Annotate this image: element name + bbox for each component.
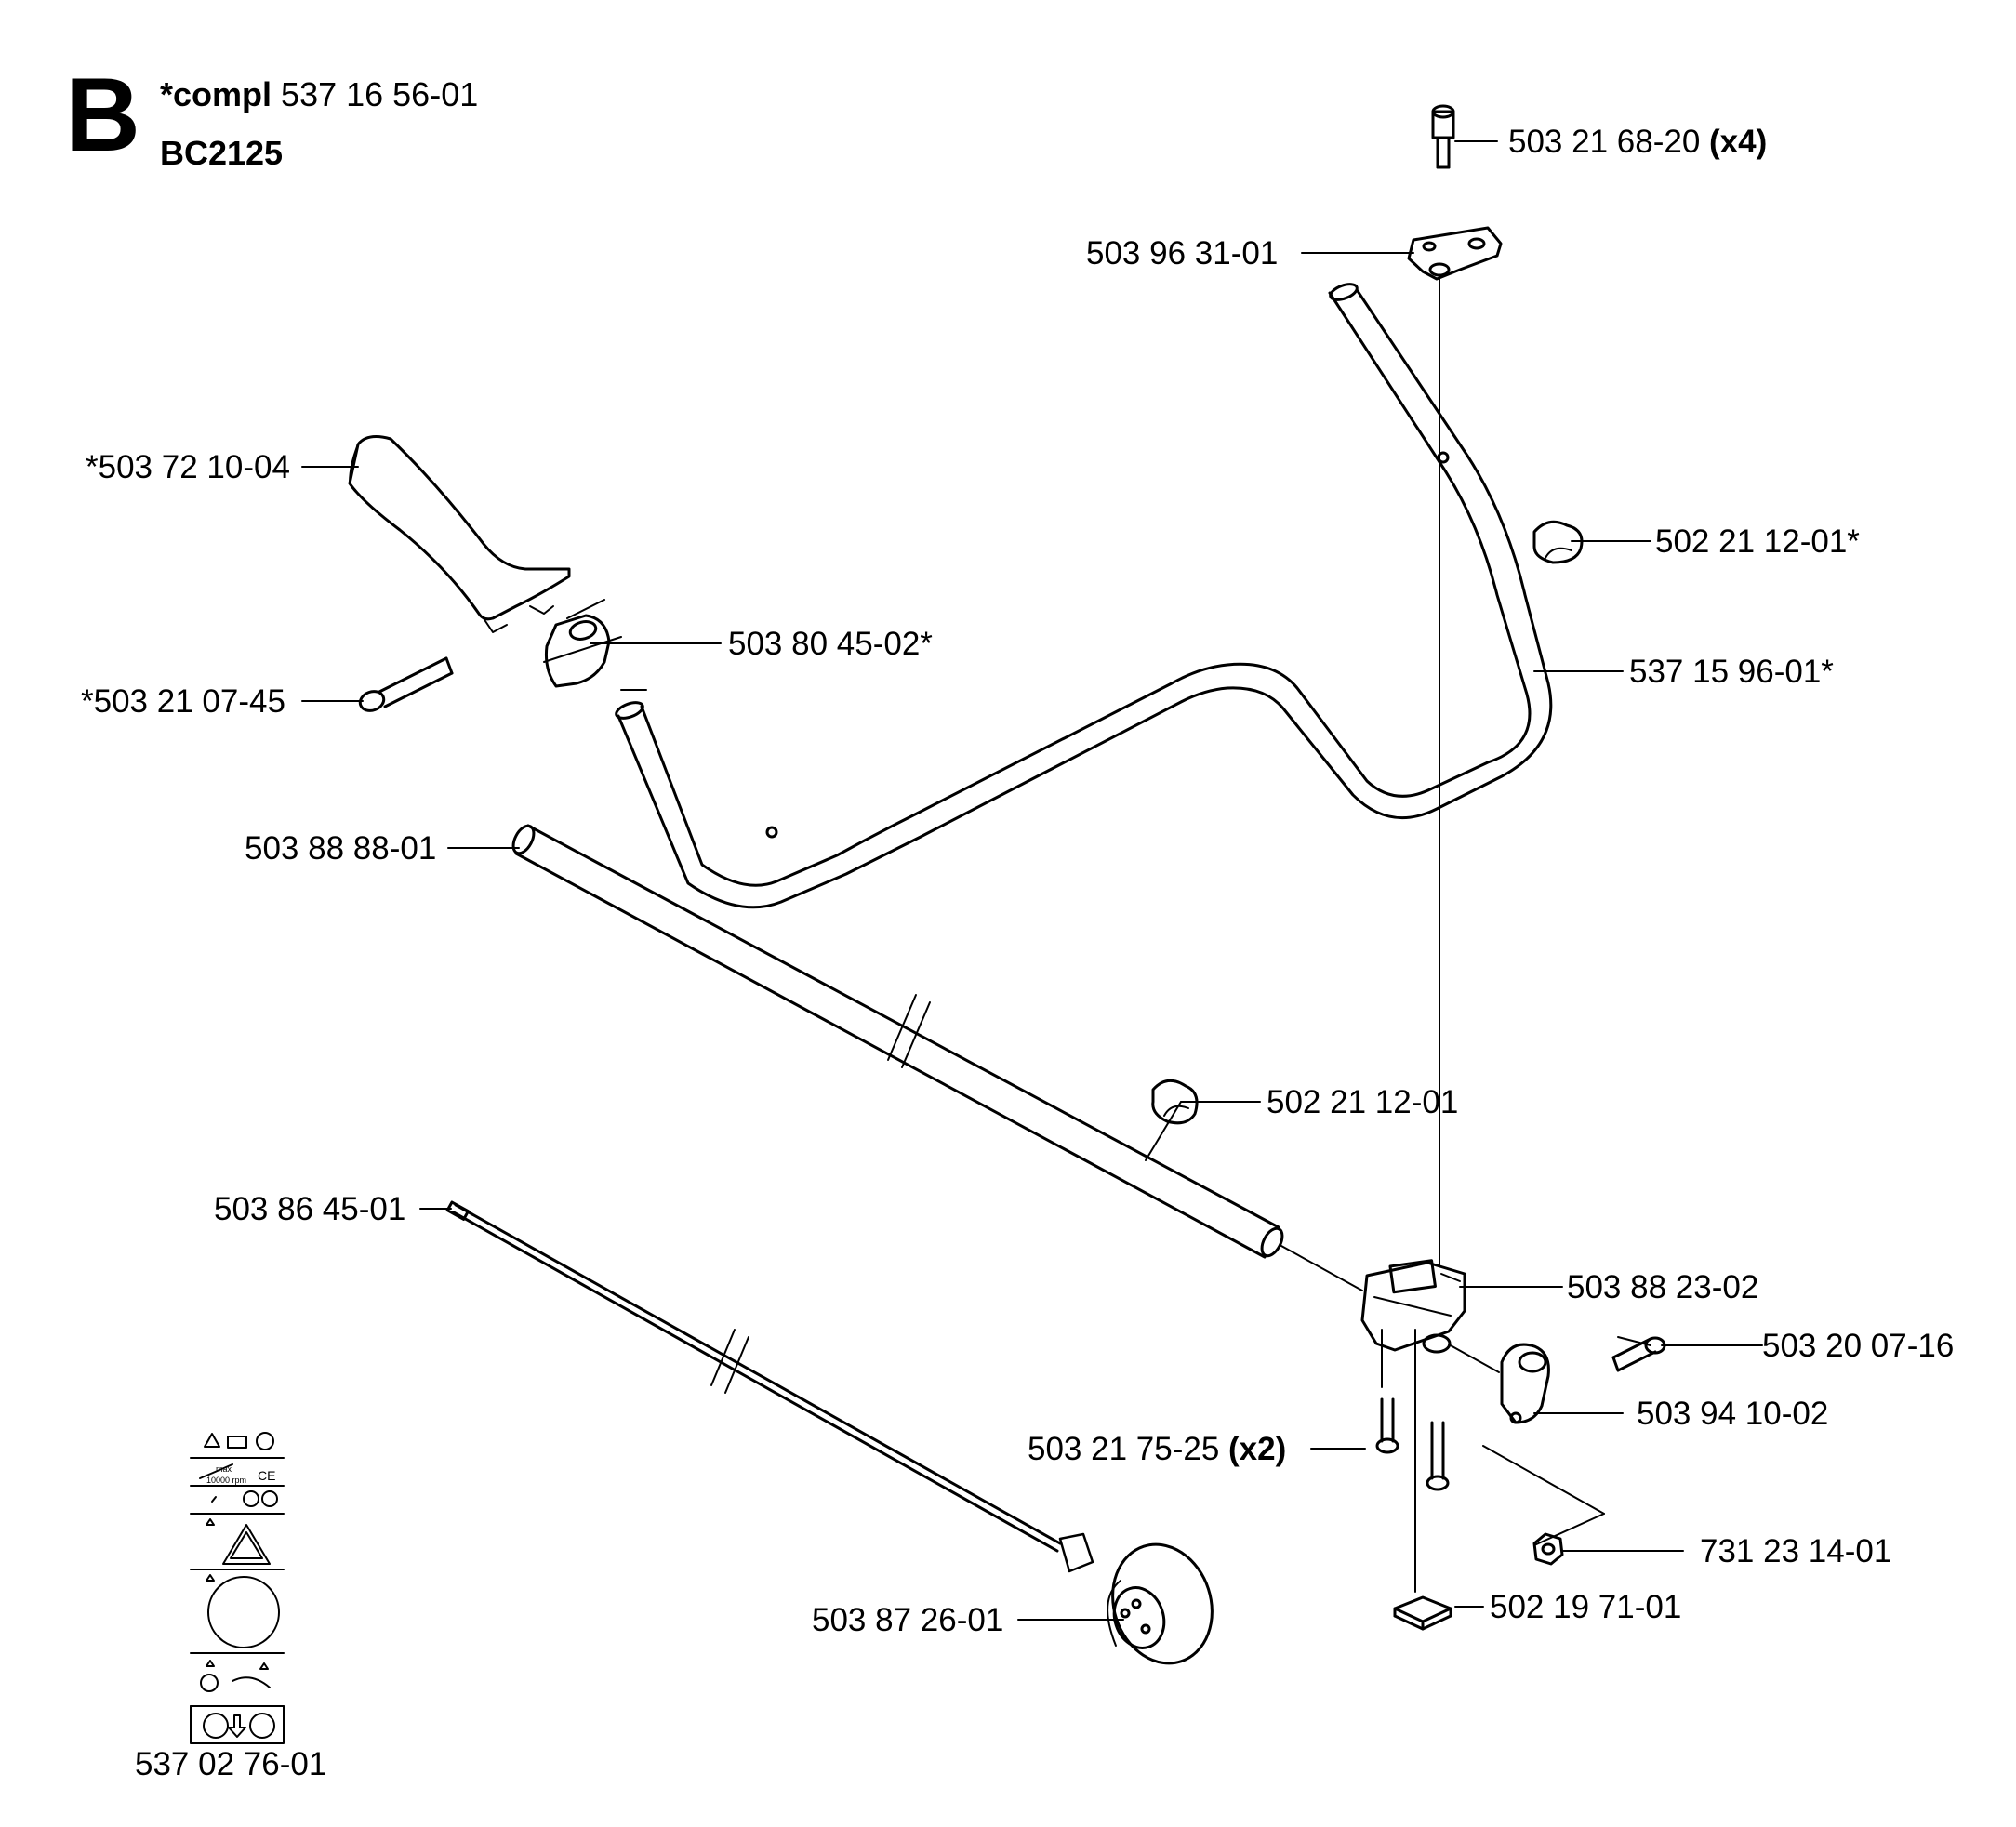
handle-bar-shape <box>615 283 1553 909</box>
part-number: 731 23 14-01 <box>1700 1533 1892 1569</box>
part-label-537-15-96-01: 537 15 96-01* <box>1629 655 1834 688</box>
shaft-tube-shape <box>511 824 1363 1291</box>
square-nut-shape <box>1393 1595 1452 1631</box>
part-number: 503 88 23-02 <box>1567 1269 1759 1305</box>
nut-shape <box>1532 1532 1564 1566</box>
part-label-503-94-10-02: 503 94 10-02 <box>1637 1397 1828 1430</box>
bracket-shape <box>1500 1343 1550 1424</box>
part-number: 503 21 68-20 <box>1508 124 1701 160</box>
part-number: 503 20 07-16 <box>1762 1328 1955 1364</box>
part-number: 502 21 12-01* <box>1655 523 1860 560</box>
part-number: 503 96 31-01 <box>1086 235 1279 271</box>
top-clamp-shape <box>1407 226 1503 281</box>
part-label-503-88-23-02: 503 88 23-02 <box>1567 1271 1758 1304</box>
part-number: 503 87 26-01 <box>812 1602 1004 1638</box>
part-number: *503 72 10-04 <box>86 449 290 485</box>
part-label-503-21-68-20: 503 21 68-20 (x4) <box>1508 126 1767 158</box>
decal-text: max 10000 rpm CE <box>206 1464 275 1485</box>
part-label-731-23-14-01: 731 23 14-01 <box>1700 1535 1891 1568</box>
decal-rpm-text: 10000 rpm <box>206 1476 246 1485</box>
part-label-503-87-26-01: 503 87 26-01 <box>812 1604 1003 1636</box>
part-quantity: (x2) <box>1228 1431 1287 1467</box>
top-screw-shape <box>1431 104 1455 169</box>
part-label-503-21-75-25: 503 21 75-25 (x2) <box>1028 1433 1286 1465</box>
compl-number: 537 16 56-01 <box>281 75 479 113</box>
bracket-screw-shape <box>1611 1336 1666 1372</box>
clamp-screws-shape <box>1375 1397 1450 1491</box>
part-label-503-86-45-01: 503 86 45-01 <box>214 1193 405 1225</box>
part-number: 537 15 96-01* <box>1629 654 1834 690</box>
grip-shape <box>348 435 571 633</box>
part-number: 503 21 75-25 <box>1028 1431 1220 1467</box>
grip-screw-shape <box>358 656 454 712</box>
handle-clamp-shape <box>543 614 622 688</box>
part-label-503-88-88-01: 503 88 88-01 <box>245 832 436 865</box>
part-label-503-20-07-16: 503 20 07-16 <box>1762 1330 1954 1362</box>
complete-assembly-label: *compl 537 16 56-01 <box>160 78 478 112</box>
gear-wheel-shape <box>1107 1542 1214 1665</box>
section-letter: B <box>65 57 140 173</box>
drive-shaft-shape <box>445 1200 1094 1573</box>
throttle-housing-shape <box>1360 1259 1466 1354</box>
part-number: *503 21 07-45 <box>81 683 285 720</box>
model-name: BC2125 <box>160 134 284 172</box>
part-label-537-02-76-01: 537 02 76-01 <box>135 1748 326 1781</box>
decal-ce-text: CE <box>258 1468 275 1483</box>
part-number: 503 80 45-02* <box>728 626 933 662</box>
model-label: BC2125 <box>160 137 283 170</box>
cable-holder-upper-shape <box>1532 520 1584 564</box>
part-number: 502 19 71-01 <box>1490 1589 1682 1625</box>
part-number: 503 94 10-02 <box>1637 1396 1829 1432</box>
part-label-503-21-07-45: *503 21 07-45 <box>81 685 285 718</box>
decal-sheet-shape <box>190 1432 285 1744</box>
part-quantity: (x4) <box>1709 124 1768 160</box>
part-label-502-21-12-01-star: 502 21 12-01* <box>1655 525 1860 558</box>
part-label-503-96-31-01: 503 96 31-01 <box>1086 237 1278 270</box>
part-number: 502 21 12-01 <box>1267 1084 1459 1120</box>
part-label-503-72-10-04: *503 72 10-04 <box>86 451 290 483</box>
part-number: 537 02 76-01 <box>135 1746 327 1782</box>
part-label-503-80-45-02: 503 80 45-02* <box>728 628 933 660</box>
leader-lines <box>301 140 1763 1621</box>
part-number: 503 86 45-01 <box>214 1191 406 1227</box>
decal-max-text: max <box>216 1464 232 1474</box>
compl-prefix: *compl <box>160 75 272 113</box>
cable-holder-lower-shape <box>1151 1079 1199 1125</box>
part-number: 503 88 88-01 <box>245 830 437 867</box>
part-label-502-19-71-01: 502 19 71-01 <box>1490 1591 1681 1623</box>
part-label-502-21-12-01: 502 21 12-01 <box>1267 1086 1458 1119</box>
